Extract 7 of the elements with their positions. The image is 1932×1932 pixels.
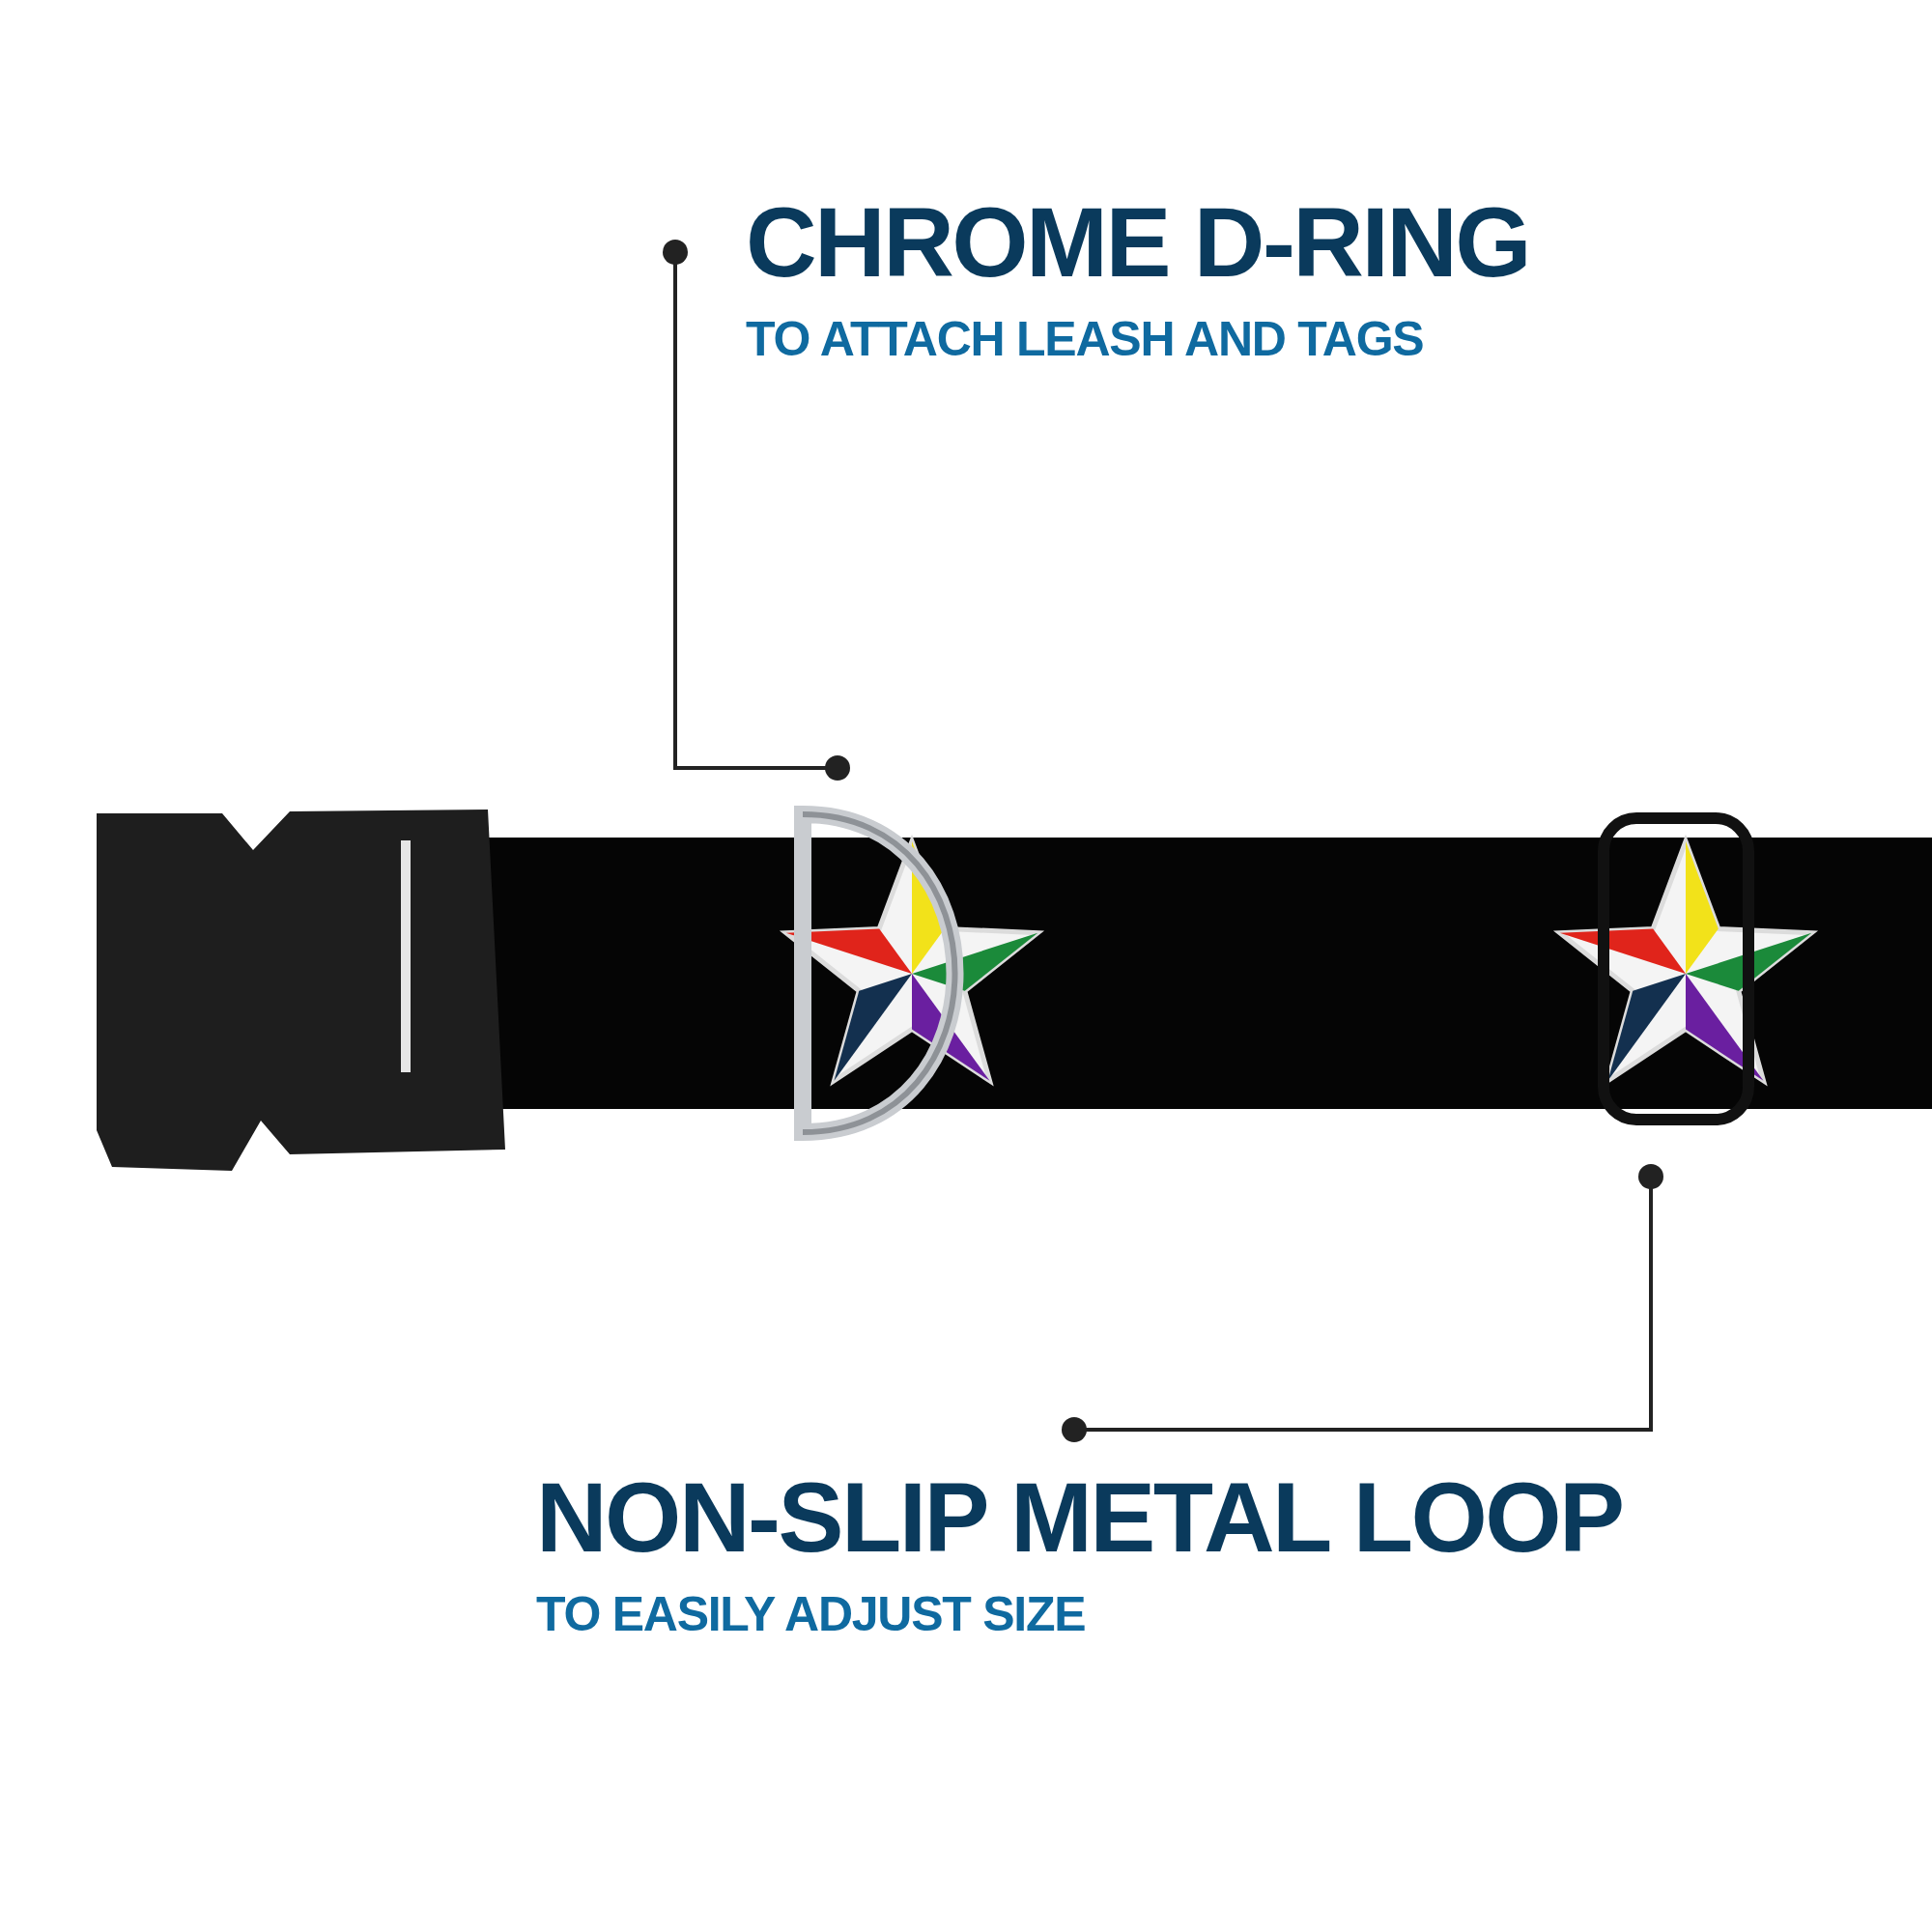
- callout-heading: CHROME D-RING: [746, 193, 1531, 292]
- leader-line: [663, 240, 850, 781]
- metal-loop: [1596, 810, 1756, 1127]
- callout-heading: NON-SLIP METAL LOOP: [536, 1468, 1624, 1567]
- callout-subheading: TO EASILY ADJUST SIZE: [536, 1590, 1087, 1638]
- callout-subheading: TO ATTACH LEASH AND TAGS: [746, 315, 1425, 363]
- leader-line: [1062, 1164, 1663, 1442]
